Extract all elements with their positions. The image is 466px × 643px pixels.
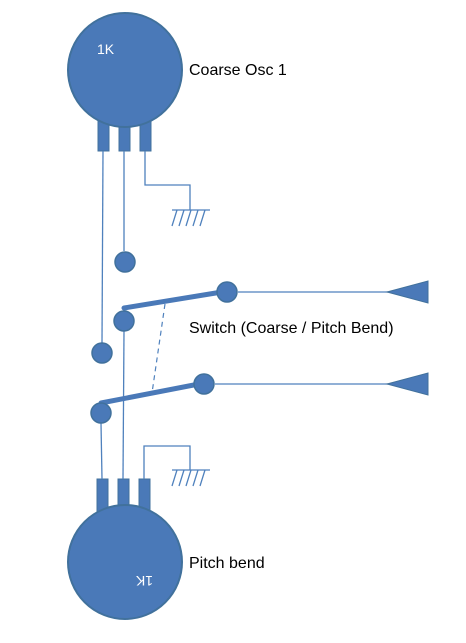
wire-top-left [101, 150, 104, 344]
contact-upper-open [114, 251, 136, 273]
wire-bottom-left [100, 422, 103, 480]
contact-upper-common [113, 310, 135, 332]
switch-mechanical-link [151, 303, 166, 394]
label-pitch-bend: Pitch bend [189, 555, 265, 572]
contact-lower-common [90, 402, 112, 424]
wire-top-ground [144, 151, 191, 210]
ground-icon [171, 469, 210, 487]
pot-top-body [67, 12, 183, 128]
label-coarse-osc: Coarse Osc 1 [189, 62, 287, 79]
switch-contacts [90, 251, 238, 424]
pot-bottom-value: 1K [135, 573, 153, 589]
switch-lever-upper [121, 288, 231, 311]
switch-lever-lower [98, 380, 207, 406]
pot-bottom-pin-left [96, 478, 109, 513]
triangle-output-icon [385, 280, 429, 304]
potentiometer-top: 1K [67, 12, 183, 152]
pot-bottom-body [67, 504, 183, 620]
wire-common-middle [122, 330, 125, 480]
contact-upper-terminal [216, 281, 238, 303]
wire-bottom-ground [143, 445, 191, 479]
contact-lower-terminal [193, 373, 215, 395]
wires [100, 150, 388, 480]
potentiometer-bottom: 1K [67, 478, 183, 620]
triangle-output-icon [385, 372, 429, 396]
pot-top-value: 1K [97, 41, 115, 57]
ground-icon [171, 209, 210, 227]
label-switch: Switch (Coarse / Pitch Bend) [189, 320, 394, 337]
contact-lower-open [91, 342, 113, 364]
